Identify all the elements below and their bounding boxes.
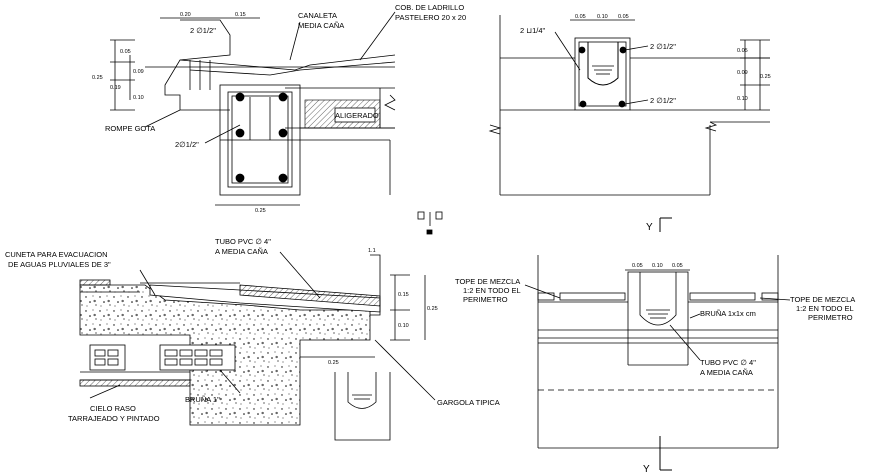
bruna-label: BRUÑA 1" — [185, 395, 220, 404]
cielo-label-2: TARRAJEADO Y PINTADO — [68, 414, 160, 423]
tope-right-label-2: 1:2 EN TODO EL — [796, 304, 854, 313]
br-dim-top-b: 0.10 — [652, 263, 663, 269]
dim-top-b: 0.15 — [235, 12, 246, 18]
tope-right-label-3: PERIMETRO — [808, 313, 853, 322]
detail-bottom-left — [79, 251, 436, 441]
detail-top-right — [488, 15, 770, 196]
section-mark — [659, 217, 672, 471]
detail-top-left-text: CANALETA MEDIA CAÑA COB. DE LADRILLO PAS… — [92, 3, 466, 214]
detail-top-right-text: 2 ⊔1/4" 2 ∅1/2" 2 ∅1/2" 0.05 0.10 0.05 0… — [520, 14, 771, 105]
dim-left-c: 0.10 — [133, 95, 144, 101]
rebar-top-right-label: 2 ∅1/2" — [650, 42, 676, 51]
tope-left-label-3: PERIMETRO — [463, 295, 508, 304]
rompe-gota-label: ROMPE GOTA — [105, 124, 155, 133]
bl-dim-right-a: 0.15 — [398, 292, 409, 298]
bl-dim-right-total: 0.25 — [427, 306, 438, 312]
dim-left-inner: 0.19 — [110, 85, 121, 91]
cob-label-1: COB. DE LADRILLO — [395, 3, 464, 12]
rebar-bottom-label: 2∅1/2" — [175, 140, 199, 149]
canaleta-label-1: CANALETA — [298, 11, 337, 20]
section-mark-label-top: Y — [646, 222, 653, 233]
br-dim-top-c: 0.05 — [672, 263, 683, 269]
bl-dim-top-small: 1.1 — [368, 248, 376, 254]
bl-dim-bottom: 0.25 — [328, 360, 339, 366]
water-lines-tr — [592, 65, 614, 75]
tubo-right-label-1: TUBO PVC ∅ 4" — [700, 358, 756, 367]
detail-bottom-right-text: TOPE DE MEZCLA 1:2 EN TODO EL PERIMETRO … — [455, 263, 855, 377]
tr-dim-top-a: 0.05 — [575, 14, 586, 20]
tope-left-label-1: TOPE DE MEZCLA — [455, 277, 520, 286]
detail-bottom-right — [524, 255, 791, 449]
tr-dim-right-c: 0.10 — [737, 96, 748, 102]
tubo-label-1: TUBO PVC ∅ 4" — [215, 237, 271, 246]
tubo-right-label-2: A MEDIA CAÑA — [700, 368, 753, 377]
tr-dim-right-a: 0.05 — [737, 48, 748, 54]
tope-right-label-1: TOPE DE MEZCLA — [790, 295, 855, 304]
detail-bottom-left-text: CUNETA PARA EVACUACION DE AGUAS PLUVIALE… — [5, 237, 500, 423]
cielo-label-1: CIELO RASO — [90, 404, 136, 413]
canaleta-label-2: MEDIA CAÑA — [298, 21, 344, 30]
center-mark — [417, 211, 443, 235]
detail-top-left — [110, 11, 396, 206]
dim-left-b: 0.09 — [133, 69, 144, 75]
cob-label-2: PASTELERO 20 x 20 — [395, 13, 466, 22]
cuneta-label-2: DE AGUAS PLUVIALES DE 3" — [8, 260, 111, 269]
bruna-right-label: BRUÑA 1x1x cm — [700, 309, 756, 318]
tope-left-label-2: 1:2 EN TODO EL — [463, 286, 521, 295]
section-mark-label-bottom: Y — [643, 464, 650, 475]
rebar-circles-tl — [235, 92, 288, 183]
aligerado-label: ALIGERADO — [335, 111, 379, 120]
stirrup-label: 2 ⊔1/4" — [520, 26, 546, 35]
rebar-bottom-right-label: 2 ∅1/2" — [650, 96, 676, 105]
rebar-top-label: 2 ∅1/2" — [190, 26, 216, 35]
dim-left-a: 0.05 — [120, 49, 131, 55]
dim-left-total: 0.25 — [92, 75, 103, 81]
tr-dim-top-b: 0.10 — [597, 14, 608, 20]
tr-dim-top-c: 0.05 — [618, 14, 629, 20]
gargola-label: GARGOLA TIPICA — [437, 398, 500, 407]
tr-dim-right-b: 0.09 — [737, 70, 748, 76]
bl-dim-right-b: 0.10 — [398, 323, 409, 329]
tubo-label-2: A MEDIA CAÑA — [215, 247, 268, 256]
br-dim-top-a: 0.05 — [632, 263, 643, 269]
dim-bottom: 0.25 — [255, 208, 266, 214]
tr-dim-right-total: 0.25 — [760, 74, 771, 80]
dim-top-a: 0.20 — [180, 12, 191, 18]
cuneta-label-1: CUNETA PARA EVACUACION — [5, 250, 108, 259]
